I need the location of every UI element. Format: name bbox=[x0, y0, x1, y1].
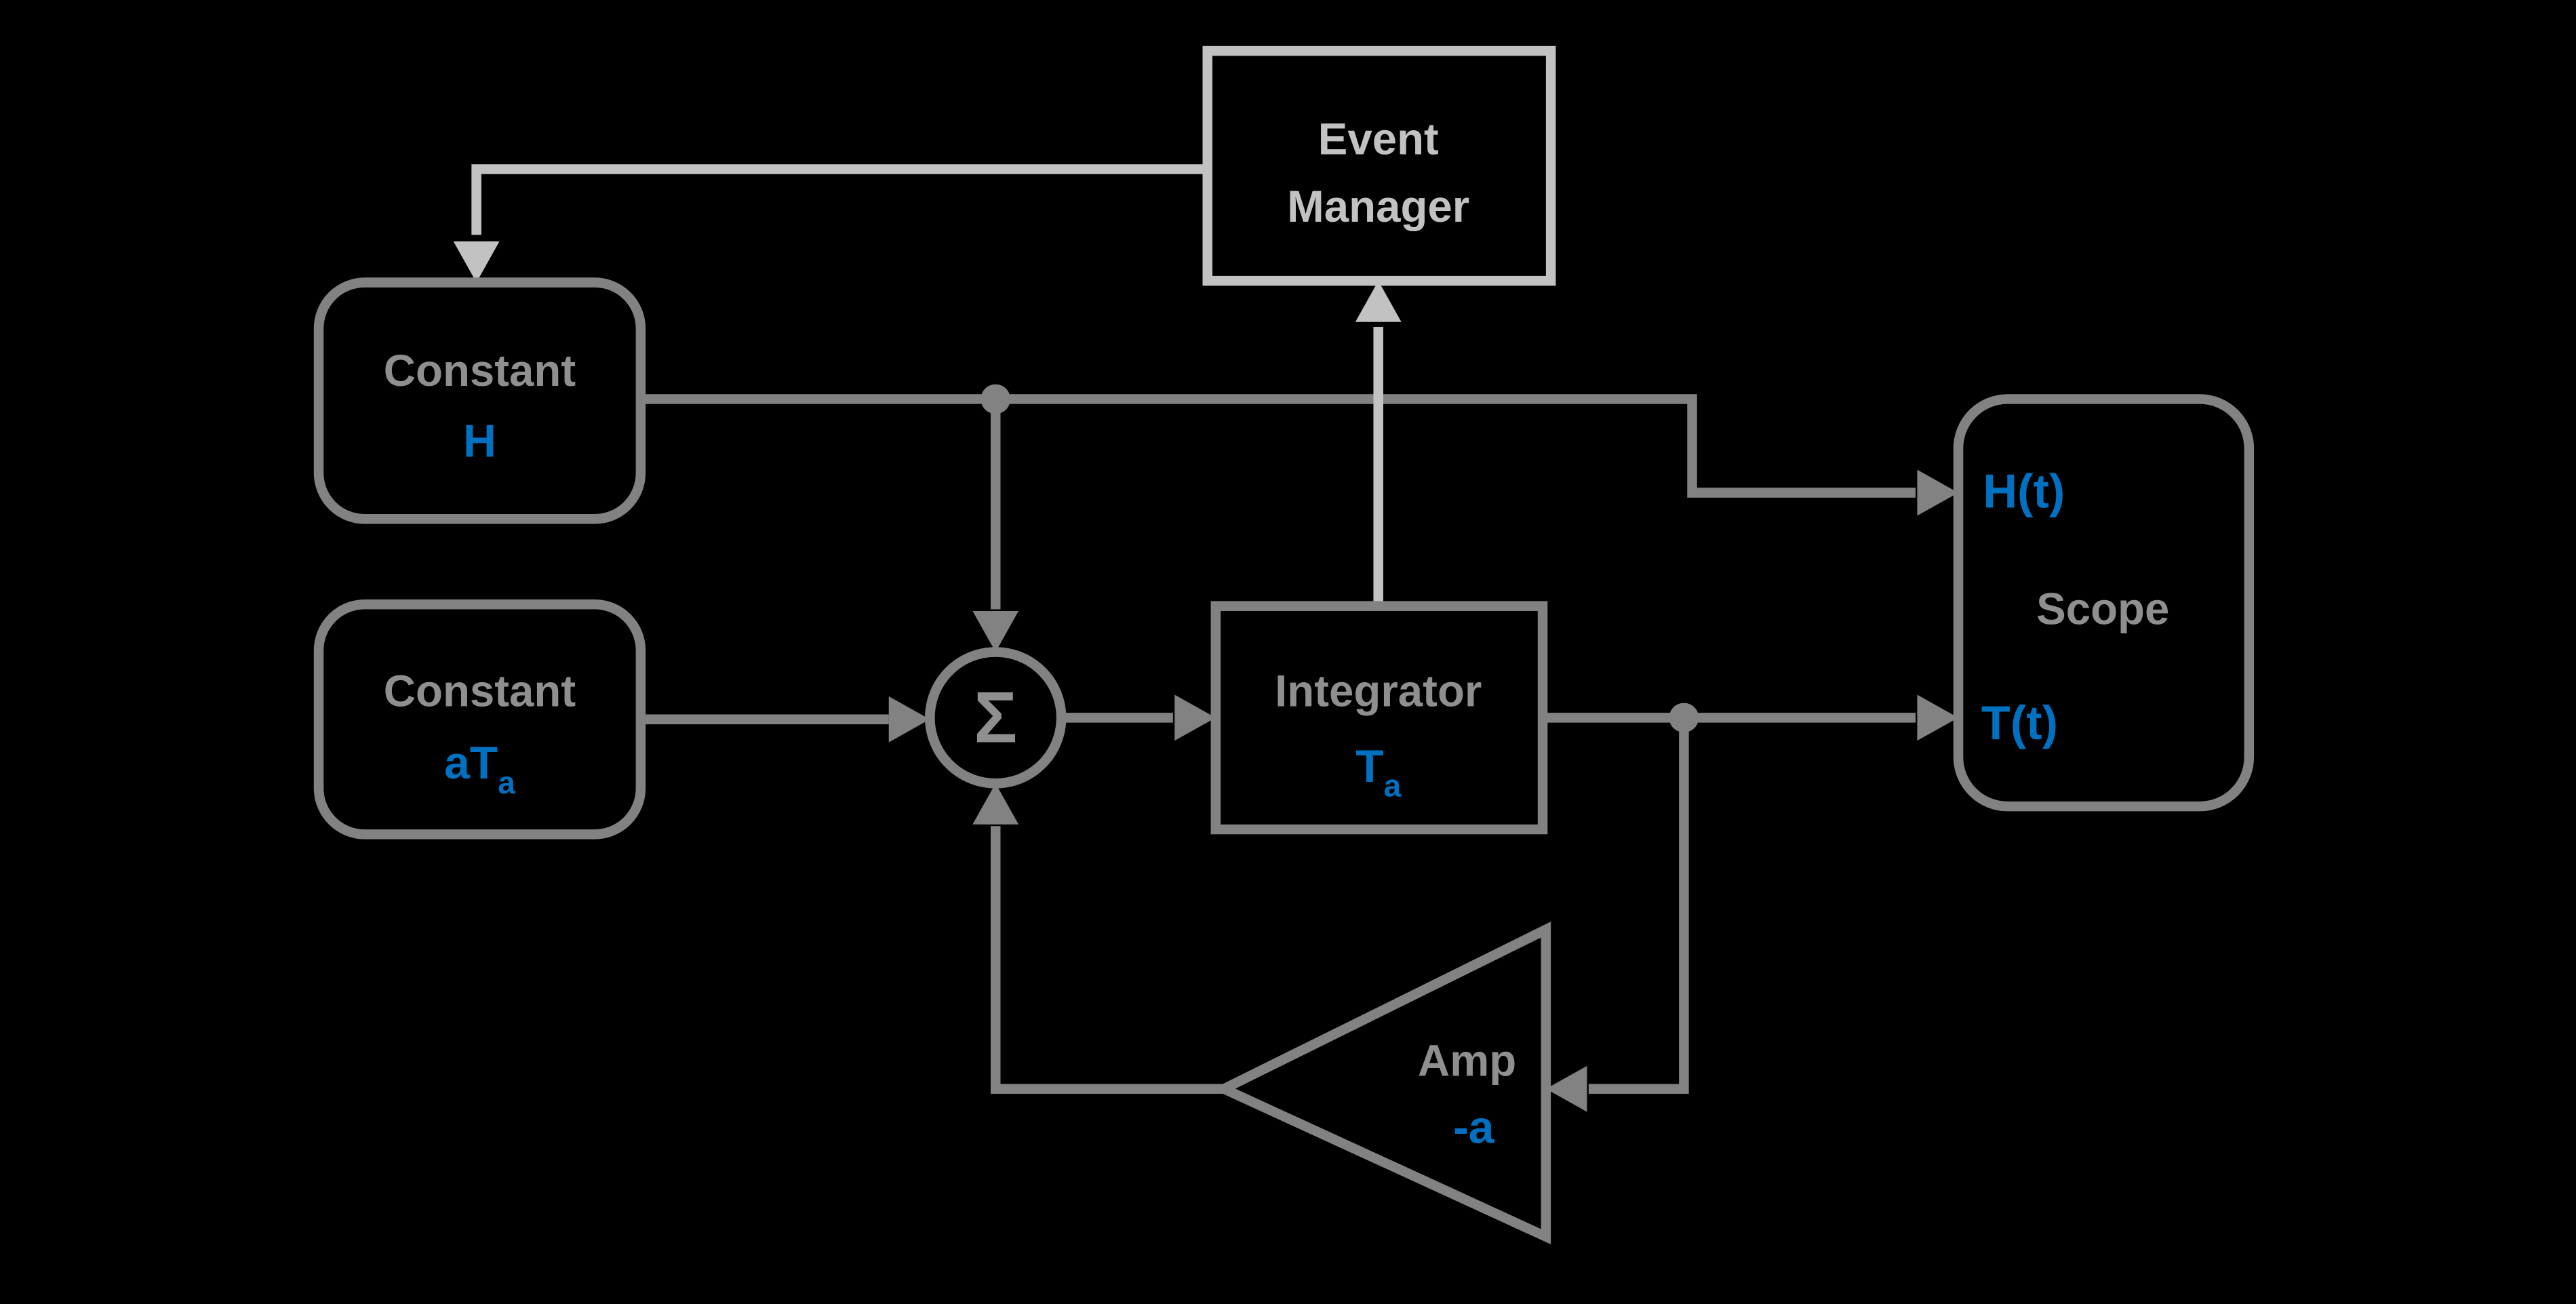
wire-constant-h-to-scope bbox=[640, 394, 1916, 498]
wire-sum-output bbox=[1061, 694, 1216, 741]
sum-sigma-symbol: Σ bbox=[974, 677, 1017, 758]
scope-input-tt: T(t) bbox=[1981, 696, 2058, 749]
arrowhead-into-integrator bbox=[1174, 694, 1216, 741]
arrowhead-into-amp bbox=[1545, 1065, 1587, 1112]
scope-label: Scope bbox=[2036, 584, 2169, 633]
constant-ata-value-main: aT bbox=[444, 738, 498, 789]
constant-ata-border bbox=[313, 599, 646, 839]
integrator-border bbox=[1210, 601, 1548, 835]
wire-integrator-output bbox=[1543, 694, 1959, 1112]
constant-ata-block: Constant aTa bbox=[313, 599, 646, 839]
scope-block: H(t) Scope T(t) bbox=[1953, 394, 2255, 812]
arrowhead-into-sum-top bbox=[972, 610, 1019, 652]
constant-h-border bbox=[313, 277, 646, 524]
constant-h-value: H bbox=[463, 416, 496, 467]
event-manager-block: Event Manager bbox=[1202, 45, 1556, 286]
wire-constant-h-output bbox=[640, 384, 1959, 652]
constant-ata-value: aTa bbox=[444, 738, 515, 800]
amp-value: -a bbox=[1453, 1103, 1495, 1153]
constant-h-label: Constant bbox=[384, 346, 576, 395]
arrowhead-into-event-manager bbox=[1355, 281, 1402, 322]
junction-dot-t-line bbox=[1669, 703, 1699, 733]
wire-event-manager-to-constant-h bbox=[471, 164, 1208, 235]
constant-ata-value-subscript: a bbox=[498, 765, 515, 800]
integrator-block: Integrator Ta bbox=[1210, 601, 1548, 835]
integrator-label: Integrator bbox=[1275, 666, 1482, 715]
scope-input-ht: H(t) bbox=[1983, 464, 2065, 517]
event-manager-label-line2: Manager bbox=[1287, 182, 1469, 231]
wire-constant-ata-output bbox=[640, 696, 930, 743]
wire-branch-to-amp bbox=[1588, 717, 1689, 1094]
wire-integrator-event bbox=[1355, 281, 1402, 606]
arrowhead-into-scope-ht bbox=[1917, 469, 1959, 516]
arrowhead-into-scope-tt bbox=[1917, 694, 1959, 741]
junction-dot-h-line bbox=[980, 384, 1011, 414]
wire-event-manager-output bbox=[453, 164, 1208, 283]
integrator-value-subscript: a bbox=[1384, 768, 1402, 804]
sum-junction-block: Σ bbox=[925, 647, 1067, 789]
integrator-value-main: T bbox=[1355, 741, 1383, 792]
constant-ata-label: Constant bbox=[384, 666, 576, 715]
arrowhead-into-sum-left bbox=[888, 696, 930, 743]
wire-amp-output bbox=[972, 783, 1225, 1094]
amp-block: Amp -a bbox=[1212, 922, 1551, 1245]
sum-junction-circle bbox=[925, 647, 1067, 789]
arrowhead-into-constant-h bbox=[453, 241, 500, 283]
amp-triangle bbox=[1212, 922, 1551, 1245]
scope-border bbox=[1953, 394, 2255, 812]
event-manager-border bbox=[1202, 45, 1556, 286]
wire-amp-to-sum bbox=[990, 826, 1225, 1094]
event-manager-label-line1: Event bbox=[1318, 115, 1439, 164]
constant-h-block: Constant H bbox=[313, 277, 646, 524]
integrator-value: Ta bbox=[1355, 741, 1401, 804]
arrowhead-into-sum-bottom bbox=[972, 783, 1019, 825]
amp-label: Amp bbox=[1418, 1035, 1516, 1085]
